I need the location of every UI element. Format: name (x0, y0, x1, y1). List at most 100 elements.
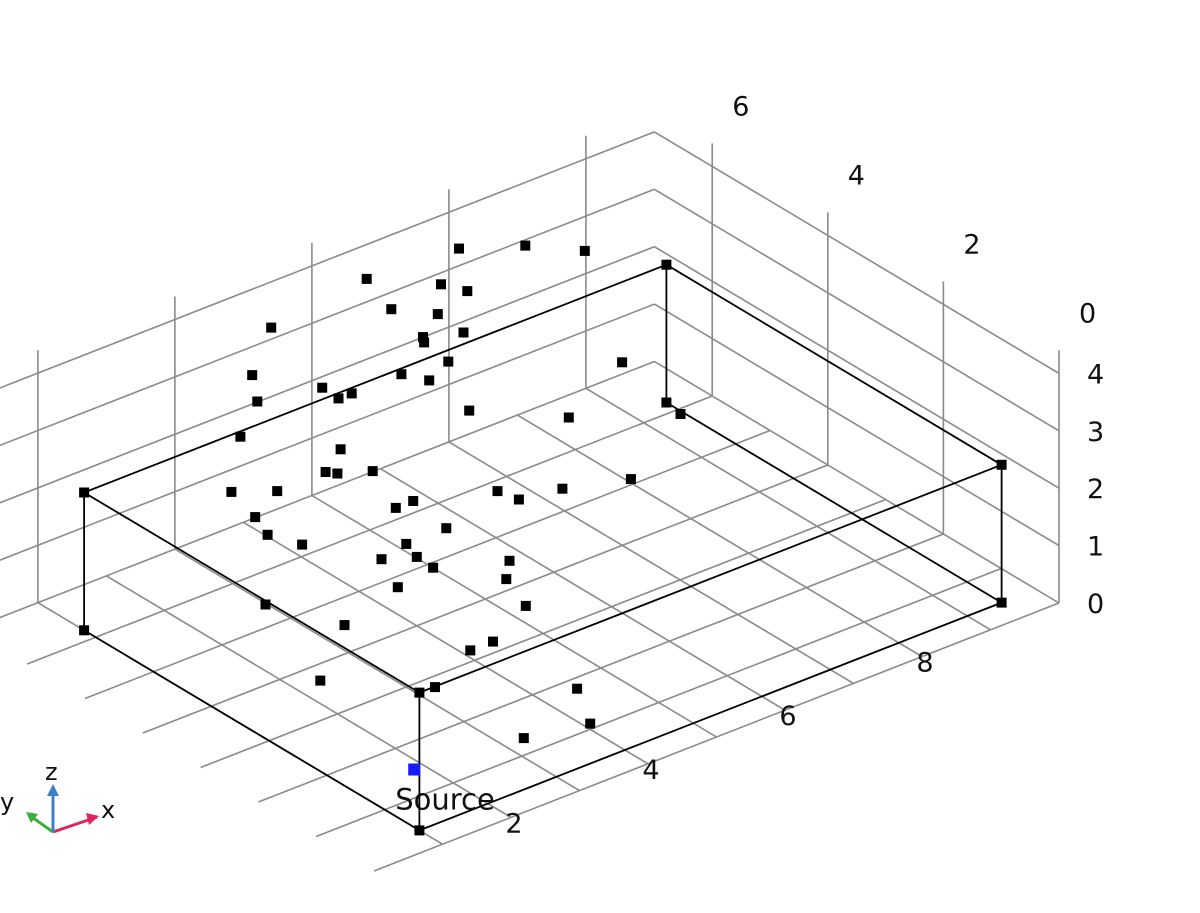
box-edge (83, 491, 420, 694)
data-point (462, 286, 473, 297)
box-vertex-marker (414, 825, 425, 836)
floor-grid-line-x (379, 468, 786, 711)
data-point (454, 243, 464, 254)
data-point (367, 466, 378, 477)
source-marker-group: Source (395, 763, 495, 817)
back-wall-grid-horizontal (0, 131, 655, 389)
data-point (424, 375, 435, 386)
z-tick-label: 4 (1087, 359, 1104, 390)
data-point (430, 682, 440, 693)
data-point (392, 582, 403, 593)
y-tick-label: 4 (848, 160, 865, 191)
data-point (361, 273, 372, 284)
floor-grid-line-y (373, 602, 1060, 872)
data-point (260, 599, 271, 610)
data-point (585, 718, 596, 729)
floor-grid-line-y (84, 429, 771, 700)
y-tick-label: 0 (1079, 298, 1096, 329)
data-point (315, 675, 326, 686)
data-point (572, 683, 583, 694)
data-point (458, 327, 469, 338)
floor-grid-line-x (105, 575, 512, 819)
box-vertex-marker (79, 625, 90, 636)
floor-grid-line-y (200, 498, 886, 769)
data-point (226, 486, 237, 497)
data-point (518, 733, 529, 744)
data-point (520, 600, 531, 611)
floor-grid-line-y (315, 567, 1002, 838)
floor-grid-line-x (174, 548, 580, 792)
data-point (247, 370, 258, 381)
data-point (317, 382, 328, 393)
data-point (396, 369, 407, 380)
z-tick-label: 2 (1087, 474, 1104, 505)
y-axis-arrow-head (26, 812, 38, 823)
data-point (557, 483, 568, 494)
data-point (428, 562, 439, 573)
source-label: Source (395, 783, 495, 817)
data-point (675, 409, 686, 419)
data-point (563, 412, 574, 423)
data-point (235, 431, 246, 442)
back-wall-grid-horizontal (0, 360, 655, 619)
box-vertex-marker (996, 597, 1007, 608)
box-edge (665, 263, 1003, 466)
y-tick-label: 6 (732, 91, 749, 122)
data-point (443, 356, 454, 367)
data-point (320, 467, 331, 477)
data-point (419, 337, 430, 348)
x-tick-label: 2 (505, 808, 522, 839)
y-tick-label: 2 (963, 229, 980, 260)
data-point (386, 304, 397, 315)
data-point (376, 554, 387, 565)
data-point (250, 512, 261, 523)
box-vertex-marker (661, 259, 672, 270)
data-point (408, 496, 419, 506)
data-point (465, 645, 476, 656)
data-point (488, 636, 498, 647)
data-point (513, 494, 524, 505)
data-point (520, 240, 531, 251)
box-edge (83, 629, 420, 832)
z-axis-letter: z (45, 758, 58, 786)
data-point (501, 574, 512, 585)
right-wall-grid-horizontal (653, 303, 1060, 547)
data-point (441, 523, 452, 534)
data-point (266, 322, 277, 333)
data-point (272, 486, 283, 497)
right-wall-grid-horizontal (653, 246, 1060, 489)
box-vertex-marker (414, 687, 425, 698)
box-vertex-marker (79, 487, 90, 498)
x-tick-label: 6 (779, 701, 796, 732)
floor-grid-line-x (311, 494, 717, 738)
right-wall-grid-horizontal (653, 188, 1060, 432)
right-wall-grid-horizontal (653, 131, 1060, 375)
data-point (625, 474, 636, 485)
data-point (579, 245, 590, 256)
box-edge (419, 463, 1002, 694)
right-wall-grid-horizontal (653, 360, 1060, 604)
data-point (332, 468, 343, 479)
box-edge (665, 401, 1003, 604)
data-point (464, 405, 475, 416)
z-tick-label: 1 (1087, 532, 1104, 563)
data-point (333, 393, 344, 404)
floor-grid-line-x (585, 387, 991, 631)
z-tick-label: 3 (1087, 417, 1104, 448)
data-point (390, 502, 401, 513)
data-point (252, 396, 263, 407)
data-point (504, 555, 515, 566)
data-points (226, 240, 686, 744)
box-vertex-marker (661, 397, 672, 408)
floor-grid-line-x (448, 441, 854, 685)
x-tick-label: 4 (642, 755, 659, 786)
floor-grid-line-x (516, 414, 923, 658)
data-point (262, 529, 273, 540)
data-point (335, 444, 346, 455)
z-tick-label: 0 (1087, 589, 1104, 620)
y-axis-letter: y (0, 788, 14, 816)
floor-grid-line-x (242, 521, 649, 765)
orientation-triad: x y z (0, 758, 115, 834)
